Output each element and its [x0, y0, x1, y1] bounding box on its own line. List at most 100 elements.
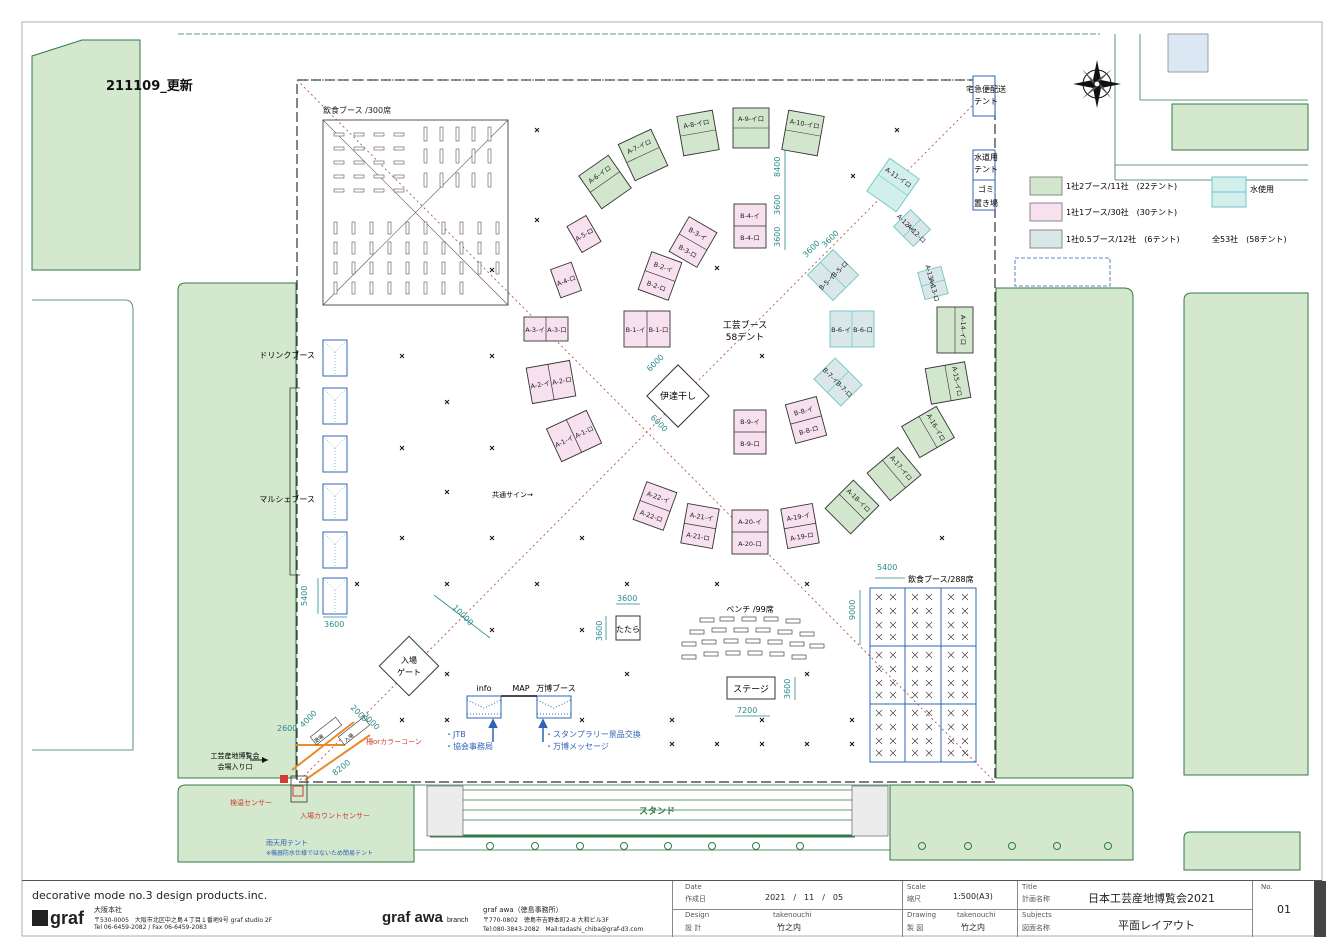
booth-tent: B-9-イ B-9-ロ [733, 409, 767, 455]
booth-label: A-20-イ [738, 518, 762, 526]
subjects-label-en: Subjects [1022, 911, 1052, 919]
dimension-label: 3600 [595, 621, 604, 641]
company-name: decorative mode no.3 design products.inc… [32, 889, 268, 902]
booth-divider [918, 416, 938, 448]
gate-label-2: ゲート [397, 667, 421, 677]
stand-label: スタンド [639, 805, 675, 817]
garbage-label-1: ゴミ [978, 184, 994, 194]
booth-tent: A-7-イロ [617, 128, 669, 182]
booth-tent: A-19-イA-19-ロ [780, 503, 820, 549]
booth-divider [839, 494, 865, 520]
booth-tent: A-22-イA-22-ロ [632, 481, 678, 531]
food-booth-b-label: 飲食ブース/288席 [908, 574, 974, 584]
dimension-label: 7200 [737, 706, 757, 715]
legend-total: 全53社 (58テント) [1212, 234, 1287, 244]
dimension-label: 3600 [783, 679, 792, 699]
assoc-office-label: ・協会事務局 [445, 741, 493, 751]
dimension-label: 3600 [820, 229, 841, 250]
drawing-label-jp: 製 図 [907, 924, 924, 932]
design-label-en: Design [685, 911, 710, 919]
booth-tent: A-21-イA-21-ロ [680, 503, 720, 549]
booth-tent: A-14-イロ [936, 306, 974, 354]
stamp-rally-label: ・スタンプラリー景品交換 [545, 729, 641, 739]
entrance-gate: 入場 ゲート [378, 635, 440, 697]
dimension-label: 4000 [298, 709, 319, 730]
scale-value: 1:500(A3) [953, 892, 993, 901]
color-cone-label: 柵orカラーコーン [366, 737, 422, 746]
tatara-box [615, 615, 641, 641]
number-bar [1314, 881, 1326, 937]
drawing-name-jp: 竹之内 [961, 923, 985, 932]
expo-message-label: ・万博メッセージ [545, 741, 609, 751]
booth-label: B-1-イ [626, 326, 646, 334]
dimension-label: 5400 [300, 586, 309, 606]
booth-tent: A-16-イロ [901, 405, 955, 459]
title-label-jp: 計画名称 [1022, 895, 1050, 903]
legend-label-1: 1社2ブース/11社 (22テント) [1066, 181, 1177, 191]
booth-tent: A-4-ロ [549, 261, 583, 299]
legend-label-2: 1社1ブース/30社 (30テント) [1066, 207, 1177, 217]
booth-divider [827, 371, 849, 393]
legend: 1社2ブース/11社 (22テント) 1社1ブース/30社 (30テント) 1社… [1029, 176, 1287, 249]
food-booth-b [869, 587, 977, 763]
booth-tent: A-11-イロ [866, 157, 920, 213]
dimension-label: 3600 [773, 195, 782, 215]
booth-tent: A-6-イロ [578, 154, 632, 210]
info-area: info MAP 万博ブース ・JTB ・協会事務局 ・スタンプラリー景品交換 … [445, 683, 641, 751]
delivery-tent-label-1: 宅急便配送 [966, 84, 1006, 94]
dimension-label: 3600 [617, 594, 637, 603]
date-value: 2021 / 11 / 05 [765, 893, 844, 902]
booth-label: B-9-イ [740, 418, 760, 426]
booth-label: A-2-ロ [552, 375, 573, 386]
number-label: No. [1261, 883, 1273, 891]
enter-lane-label: 入場 [343, 732, 355, 744]
title-label-en: Title [1022, 883, 1038, 891]
gate-label-1: 入場 [401, 655, 417, 665]
dimension-label: 2600 [277, 724, 297, 733]
water-tent-label-2: テント [974, 165, 998, 174]
dimension-lines [317, 150, 905, 717]
legend-water-label: 水使用 [1250, 184, 1274, 194]
booth-divider [785, 129, 821, 137]
booth-tent: A-12-イA-12-ロ [892, 208, 932, 248]
booth-tent: A-20-イA-20-ロ [731, 509, 769, 555]
benches [681, 616, 825, 660]
number-value: 01 [1277, 903, 1291, 916]
booth-label: B-4-イ [740, 212, 760, 220]
booth-divider [903, 219, 921, 237]
title-block: decorative mode no.3 design products.inc… [22, 880, 1326, 937]
date-hoshi-structure: 伊達干し [646, 364, 710, 428]
info-label: info [476, 684, 491, 693]
marche-booth-label: マルシェブース [259, 494, 315, 504]
title-subject-cell: Title 計画名称 日本工芸産地博覧会2021 Subjects 図面名称 平… [1017, 881, 1328, 937]
booth-divider [590, 171, 620, 193]
stage-box [726, 676, 776, 700]
booth-label: A-14-イロ [959, 315, 967, 345]
dimension-label: 6000 [649, 413, 670, 434]
title-value: 日本工芸産地博覧会2021 [1088, 892, 1215, 905]
booth-label: B-9-ロ [740, 440, 760, 448]
booth-tent: A-15-イロ [924, 361, 972, 405]
booth-tent: B-3-イB-3-ロ [668, 216, 718, 268]
design-name-jp: 竹之内 [777, 923, 801, 932]
booth-label: B-6-ロ [853, 326, 873, 334]
booth-label: B-4-ロ [740, 234, 760, 242]
water-tent-label-1: 水道用 [974, 152, 998, 162]
graf-logo-text: graf [50, 908, 85, 928]
drink-booth-label: ドリンクブース [259, 350, 315, 360]
booth-divider [878, 174, 908, 196]
booth-divider [680, 129, 716, 137]
stage-label: ステージ [733, 684, 769, 695]
booth-divider [639, 500, 671, 512]
booth-divider [790, 415, 822, 425]
temp-sensor-label: 検温センサー [230, 798, 272, 807]
tatara-label: たたら [616, 625, 640, 634]
booth-tent: B-2-イB-2-ロ [637, 251, 683, 301]
booth-label: B-6-イ [831, 326, 851, 334]
craft-booth-label: 工芸ブース [723, 319, 768, 331]
common-sign-label: 共通サイン→ [492, 490, 533, 499]
booth-tent: A-17-イロ [866, 446, 922, 502]
booth-label: B-1-ロ [649, 326, 669, 334]
